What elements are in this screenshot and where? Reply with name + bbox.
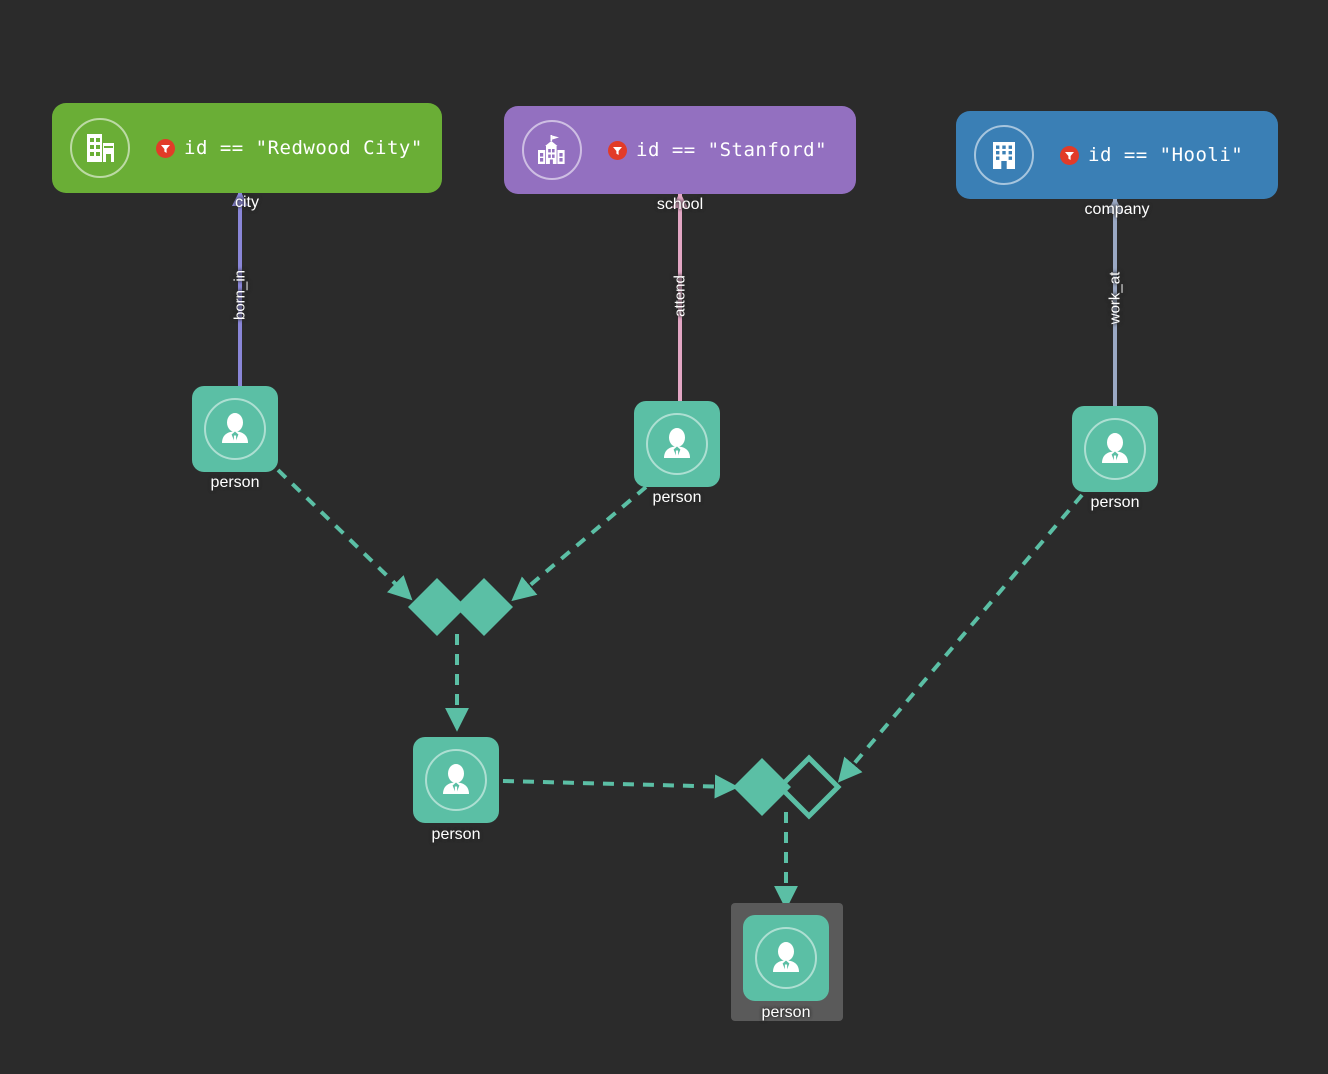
school-building-icon [522, 120, 582, 180]
node-caption-city: city [235, 194, 259, 211]
edge-arrow-born-in [232, 190, 248, 206]
person-node-4[interactable] [413, 737, 499, 823]
filter-expression-text: id == "Stanford" [636, 139, 828, 161]
junction-diamond-4[interactable] [776, 754, 842, 820]
edge-arrow-attend [672, 192, 688, 208]
junction-diamond-1[interactable] [408, 578, 466, 636]
node-caption-person-3: person [1090, 494, 1140, 511]
node-caption-person-2: person [652, 489, 702, 506]
edge-person4-to-junction3[interactable] [502, 774, 739, 799]
person-avatar-icon [424, 748, 488, 812]
filter-expression-city[interactable]: id == "Redwood City" [156, 137, 423, 159]
person-avatar-icon [754, 926, 818, 990]
person-node-2[interactable] [634, 401, 720, 487]
person-avatar-icon [203, 397, 267, 461]
filter-expression-company[interactable]: id == "Hooli" [1060, 144, 1243, 166]
filter-expression-text: id == "Redwood City" [184, 137, 423, 159]
node-caption-person-1: person [210, 474, 260, 491]
edge-person3-to-junction4[interactable] [837, 493, 1084, 783]
filter-node-city[interactable]: id == "Redwood City" [52, 103, 442, 193]
edge-person1-to-junction1[interactable] [276, 468, 413, 601]
funnel-filter-icon [608, 140, 627, 160]
node-caption-school: school [656, 196, 704, 213]
person-node-3[interactable] [1072, 406, 1158, 492]
filter-expression-text: id == "Hooli" [1088, 144, 1244, 166]
edge-arrow-work-at [1107, 197, 1123, 213]
person-node-5[interactable] [743, 915, 829, 1001]
edge-label-attend: attend [671, 275, 689, 317]
funnel-filter-icon [156, 138, 175, 158]
office-building-icon [974, 125, 1034, 185]
filter-node-company[interactable]: id == "Hooli" [956, 111, 1278, 199]
node-caption-person-4: person [431, 826, 481, 843]
filter-node-school[interactable]: id == "Stanford" [504, 106, 856, 194]
junction-diamond-2[interactable] [455, 578, 513, 636]
edge-person2-to-junction2[interactable] [511, 485, 648, 602]
edge-label-work-at: work_at [1106, 271, 1124, 325]
node-caption-company: company [1084, 201, 1150, 218]
node-caption-person-5: person [761, 1004, 811, 1021]
person-avatar-icon [645, 412, 709, 476]
person-node-1[interactable] [192, 386, 278, 472]
edge-label-born-in: born_in [231, 269, 249, 321]
filter-expression-school[interactable]: id == "Stanford" [608, 139, 827, 161]
junction-diamond-3[interactable] [733, 758, 791, 816]
city-building-icon [70, 118, 130, 178]
funnel-filter-icon [1060, 145, 1079, 165]
person-avatar-icon [1083, 417, 1147, 481]
